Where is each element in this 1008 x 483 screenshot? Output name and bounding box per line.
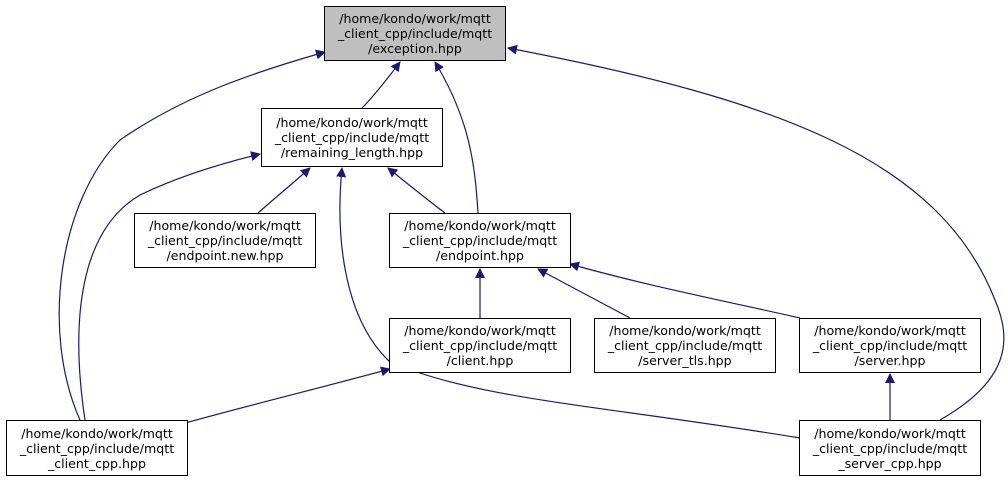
edge-mqtt-client-cpp-to-exception xyxy=(58,49,326,421)
node-mqtt-client-cpp-line-1: /home/kondo/work/mqtt xyxy=(21,425,173,441)
node-endpoint-new-line-3: /endpoint.new.hpp xyxy=(166,248,284,263)
node-endpoint-line-2: _client_cpp/include/mqtt xyxy=(402,233,558,248)
edge-endpoint-to-exception xyxy=(434,61,479,214)
node-server-tls-line-1: /home/kondo/work/mqtt xyxy=(609,323,761,338)
node-endpoint-new-line-2: _client_cpp/include/mqtt xyxy=(147,233,303,248)
node-client-line-2: _client_cpp/include/mqtt xyxy=(402,338,558,353)
node-exception-line-2: _client_cpp/include/mqtt xyxy=(337,26,493,41)
node-exception-line-1: /home/kondo/work/mqtt xyxy=(339,11,491,26)
node-exception-hpp[interactable]: /home/kondo/work/mqtt _client_cpp/includ… xyxy=(324,6,506,61)
node-server-line-1: /home/kondo/work/mqtt xyxy=(814,323,966,338)
node-server-tls-line-3: /server_tls.hpp xyxy=(638,353,732,368)
node-mqtt-server-cpp-line-2: _client_cpp/include/mqtt xyxy=(812,440,968,456)
node-remaining-length-hpp[interactable]: /home/kondo/work/mqtt _client_cpp/includ… xyxy=(261,108,443,167)
node-remaining-length-line-2: _client_cpp/include/mqtt xyxy=(274,130,430,145)
node-endpoint-new-line-1: /home/kondo/work/mqtt xyxy=(149,218,301,233)
edge-mqtt-client-cpp-to-client xyxy=(184,366,391,424)
edge-mqtt-server-cpp-to-exception xyxy=(507,44,1005,421)
edge-endpoint-to-remaining-length xyxy=(387,167,446,214)
node-endpoint-line-3: /endpoint.hpp xyxy=(435,248,525,263)
edge-endpoint-new-to-remaining-length xyxy=(257,167,311,214)
node-endpoint-new-hpp[interactable]: /home/kondo/work/mqtt _client_cpp/includ… xyxy=(134,213,316,268)
node-endpoint-hpp[interactable]: /home/kondo/work/mqtt _client_cpp/includ… xyxy=(389,213,571,268)
node-mqtt-server-cpp-line-3: _server_cpp.hpp xyxy=(838,455,942,471)
node-endpoint-line-1: /home/kondo/work/mqtt xyxy=(404,218,556,233)
node-exception-line-3: /exception.hpp xyxy=(368,41,462,56)
node-mqtt-client-cpp-line-3: _client_cpp.hpp xyxy=(47,455,147,471)
node-server-tls-hpp[interactable]: /home/kondo/work/mqtt _client_cpp/includ… xyxy=(594,318,776,373)
edge-mqtt-client-cpp-to-remaining-length xyxy=(78,151,261,421)
node-server-hpp[interactable]: /home/kondo/work/mqtt _client_cpp/includ… xyxy=(799,318,981,373)
node-server-line-3: /server.hpp xyxy=(854,353,926,368)
node-server-tls-line-2: _client_cpp/include/mqtt xyxy=(607,338,763,353)
node-client-hpp[interactable]: /home/kondo/work/mqtt _client_cpp/includ… xyxy=(389,318,571,373)
node-client-line-3: /client.hpp xyxy=(446,353,514,368)
edge-remaining-length-to-exception xyxy=(361,61,401,109)
node-mqtt-client-cpp-hpp[interactable]: /home/kondo/work/mqtt _client_cpp/includ… xyxy=(6,420,188,476)
node-client-line-1: /home/kondo/work/mqtt xyxy=(404,323,556,338)
node-mqtt-server-cpp-hpp[interactable]: /home/kondo/work/mqtt _client_cpp/includ… xyxy=(799,420,981,476)
node-mqtt-server-cpp-line-1: /home/kondo/work/mqtt xyxy=(814,425,966,441)
edge-server-to-endpoint xyxy=(569,261,801,319)
node-mqtt-client-cpp-line-2: _client_cpp/include/mqtt xyxy=(19,440,175,456)
node-remaining-length-line-1: /home/kondo/work/mqtt xyxy=(276,115,428,130)
node-remaining-length-line-3: /remaining_length.hpp xyxy=(280,145,424,160)
node-server-line-2: _client_cpp/include/mqtt xyxy=(812,338,968,353)
edge-server-tls-to-endpoint xyxy=(537,268,631,319)
